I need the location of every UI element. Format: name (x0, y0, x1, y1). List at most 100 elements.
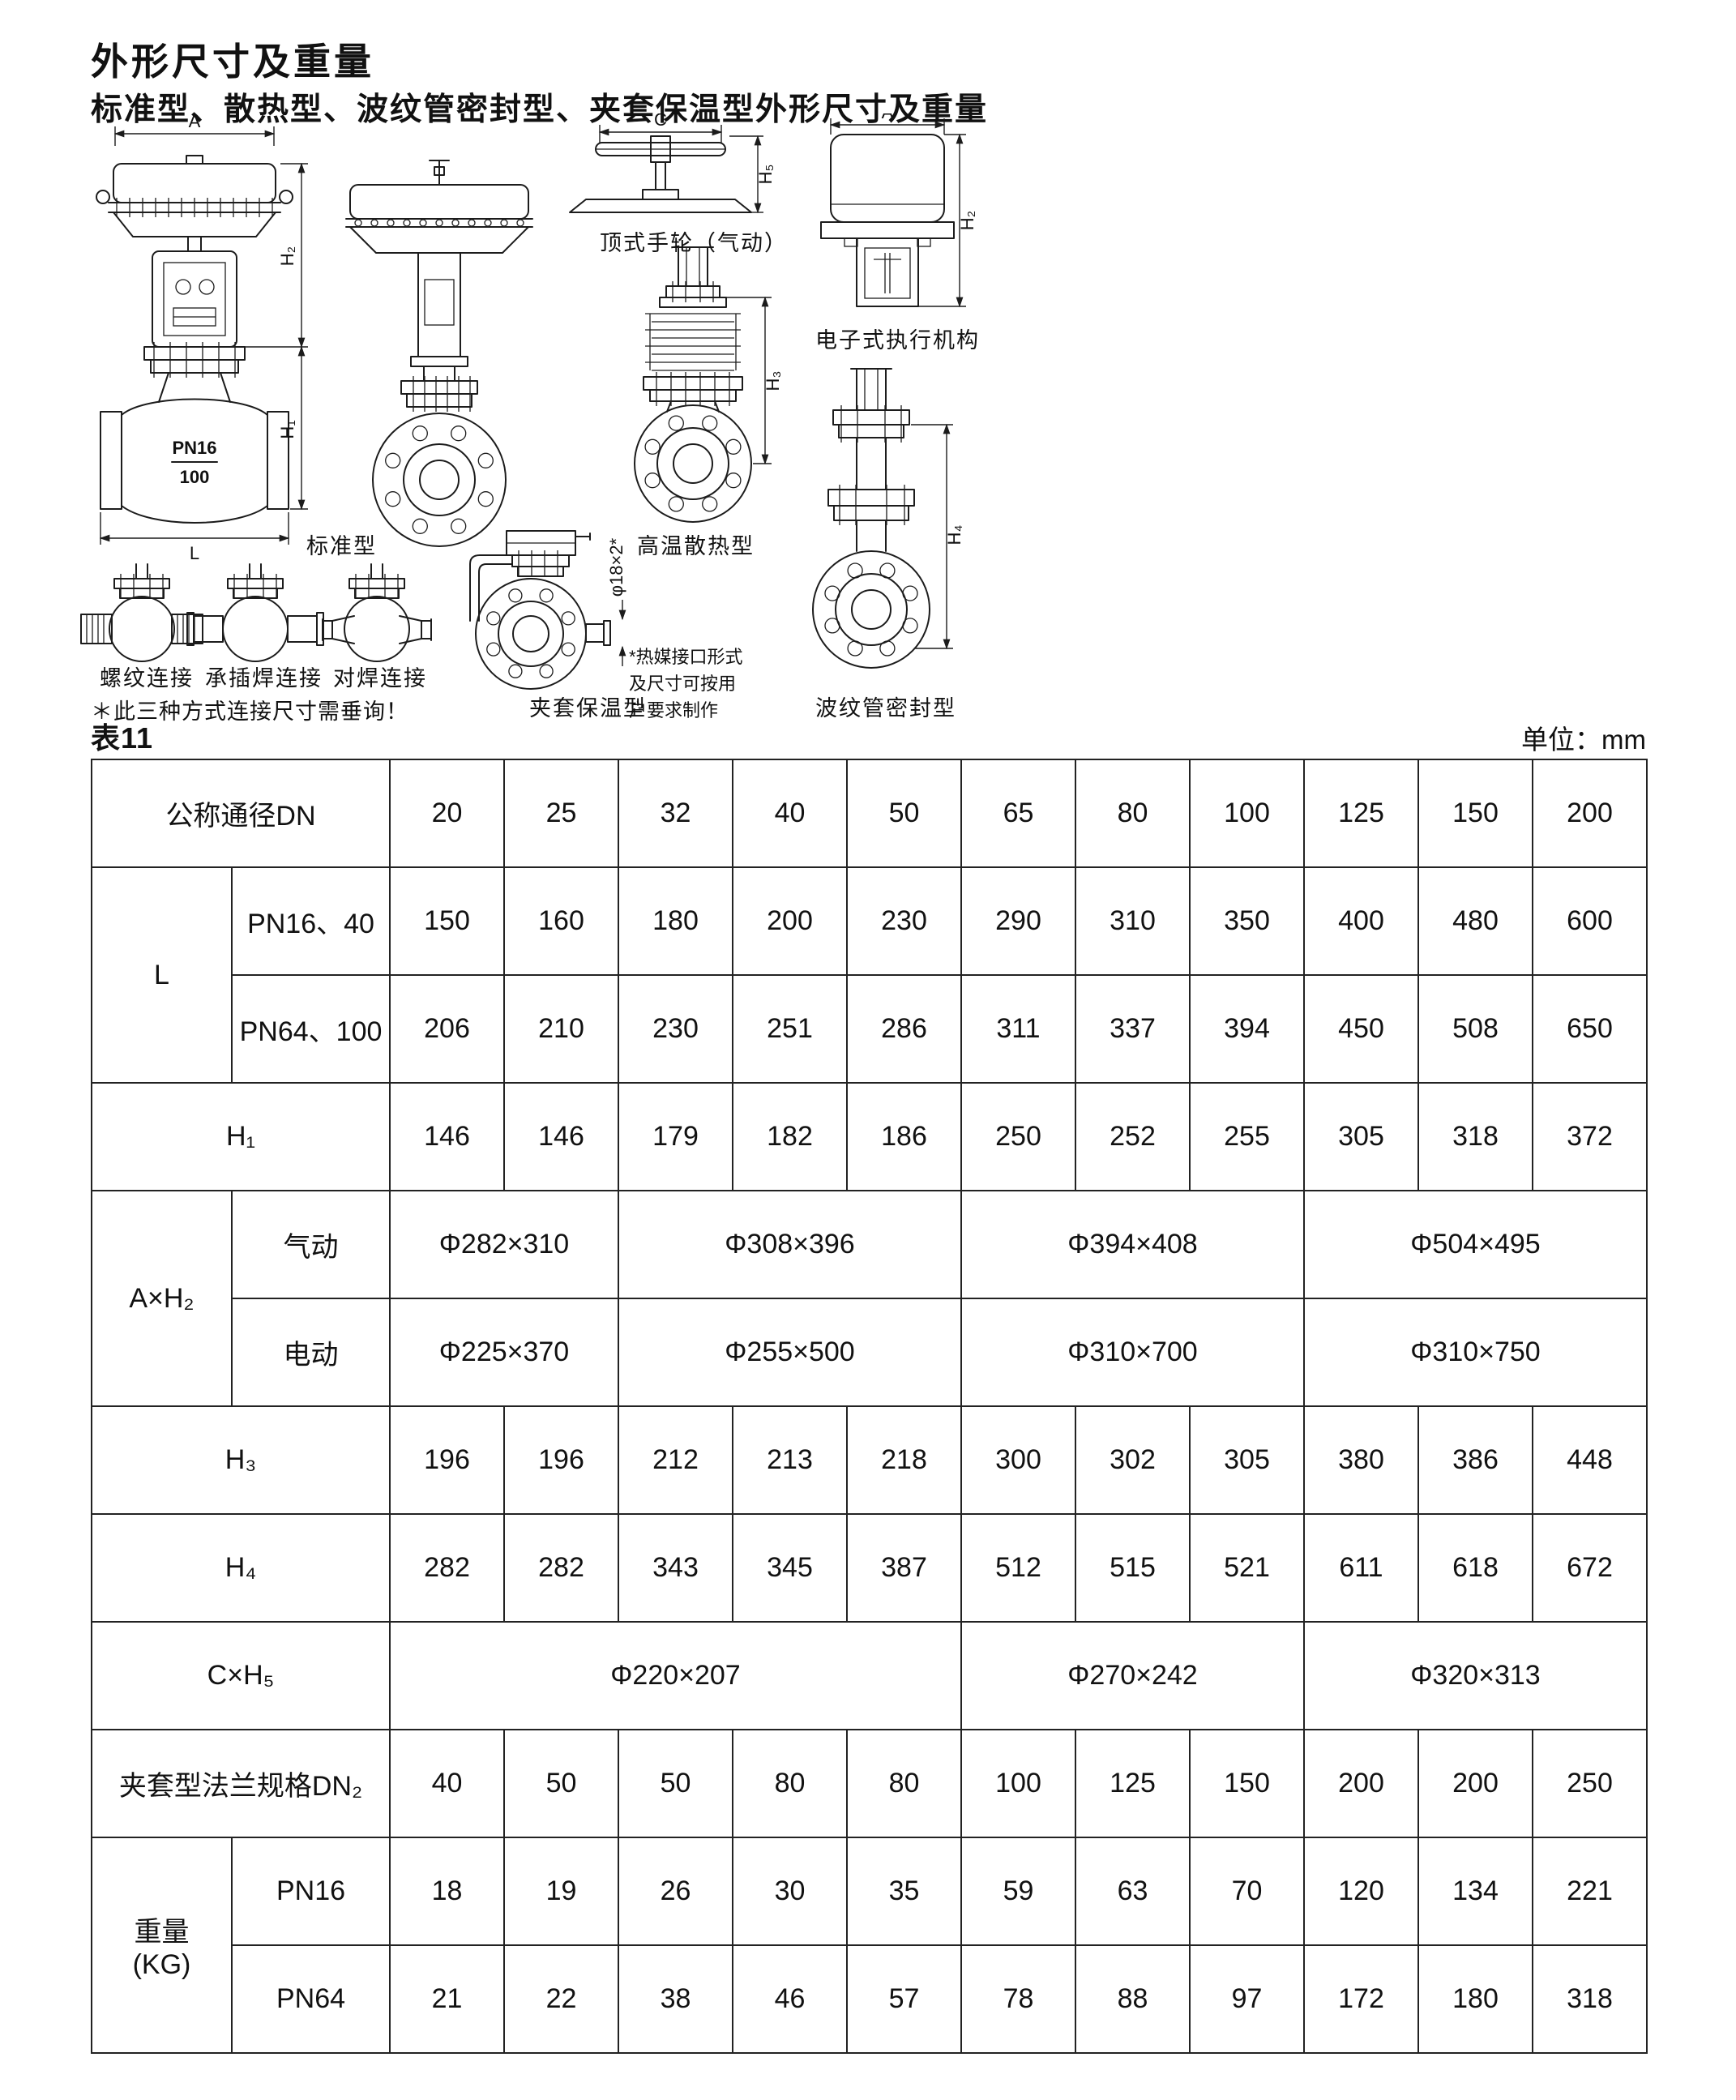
table-cell: 25 (503, 759, 619, 868)
table-cell: 180 (618, 866, 733, 976)
table-cell: 318 (1417, 1082, 1533, 1191)
table-cell: Φ308×396 (618, 1190, 962, 1299)
row-group-label-weight: 重量 (KG) (91, 1837, 233, 2054)
table-cell: Φ310×700 (960, 1298, 1305, 1407)
table-unit-label: 单位：mm (1521, 725, 1646, 755)
dim-a2-label: A (882, 113, 894, 122)
table-cell: 150 (1417, 759, 1533, 868)
dim-l-label: L (190, 543, 199, 563)
row-label-h3: H₃ (91, 1405, 391, 1515)
connections-note: ＊此三种方式连接尺寸需垂询！ (91, 699, 408, 724)
table-cell: 172 (1303, 1944, 1419, 2054)
table-cell: 286 (846, 974, 962, 1084)
row-group-label-axh2: A×H₂ (91, 1190, 233, 1407)
table-cell: 150 (1189, 1729, 1305, 1838)
table-cell: 618 (1417, 1513, 1533, 1623)
table-cell: 515 (1075, 1513, 1191, 1623)
table-caption-row: 表11 单位：mm (91, 715, 1646, 757)
table-cell: 221 (1532, 1837, 1648, 1946)
butt-weld-connection-drawing (322, 563, 432, 662)
table-cell: 521 (1189, 1513, 1305, 1623)
jacket-port-dim-label: φ18×2* (606, 537, 626, 597)
row-sublabel-pn64-100: PN64、100 (231, 974, 391, 1084)
table-cell: 650 (1532, 974, 1648, 1084)
threaded-label: 螺纹连接 (100, 666, 194, 691)
table-cell: 40 (389, 1729, 505, 1838)
table-cell: 100 (960, 1729, 1076, 1838)
table-cell: 250 (960, 1082, 1076, 1191)
table-cell: Φ394×408 (960, 1190, 1305, 1299)
table-cell: 134 (1417, 1837, 1533, 1946)
row-label-h1: H₁ (91, 1082, 391, 1191)
table-cell: 230 (618, 974, 733, 1084)
table-cell: 206 (389, 974, 505, 1084)
table-cell: 182 (732, 1082, 848, 1191)
table-cell: 100 (1189, 759, 1305, 868)
table-cell: Φ270×242 (960, 1621, 1305, 1730)
table-cell: 59 (960, 1837, 1076, 1946)
table-cell: 508 (1417, 974, 1533, 1084)
row-label-dn2: 夹套型法兰规格DN₂ (91, 1729, 391, 1838)
table-cell: 146 (389, 1082, 505, 1191)
table-cell: 186 (846, 1082, 962, 1191)
table-cell: 372 (1532, 1082, 1648, 1191)
jacket-type-label: 夹套保温型 (529, 696, 647, 721)
table-cell: 80 (1075, 759, 1191, 868)
table-cell: 179 (618, 1082, 733, 1191)
table-cell: 512 (960, 1513, 1076, 1623)
table-cell: 394 (1189, 974, 1305, 1084)
table-cell: 125 (1303, 759, 1419, 868)
table-cell: 213 (732, 1405, 848, 1515)
dim-h5-label: H₅ (755, 165, 776, 185)
heat-type-label: 高温散热型 (637, 534, 755, 558)
table-cell: 65 (960, 759, 1076, 868)
dim-a-label: A (189, 113, 201, 131)
table-cell: 311 (960, 974, 1076, 1084)
socket-weld-connection-drawing (186, 563, 324, 662)
table-cell: Φ220×207 (389, 1621, 962, 1730)
table-cell: Φ320×313 (1303, 1621, 1648, 1730)
table-cell: 480 (1417, 866, 1533, 976)
table-cell: 380 (1303, 1405, 1419, 1515)
table-cell: 218 (846, 1405, 962, 1515)
row-label-h4: H₄ (91, 1513, 391, 1623)
electronic-actuator-drawing: A H₂ (820, 113, 977, 308)
valve-dn-marking: 100 (180, 467, 210, 487)
table-cell: 672 (1532, 1513, 1648, 1623)
table-cell: 63 (1075, 1837, 1191, 1946)
table-caption: 表11 (91, 721, 154, 755)
valve-pn-marking: PN16 (172, 438, 216, 458)
table-cell: 57 (846, 1944, 962, 2054)
table-cell: 448 (1532, 1405, 1648, 1515)
row-sublabel-electric: 电动 (231, 1298, 391, 1407)
table-cell: 180 (1417, 1944, 1533, 2054)
table-cell: 88 (1075, 1944, 1191, 2054)
dim-h4-label: H₄ (944, 525, 964, 545)
row-sublabel-weight-pn16: PN16 (231, 1837, 391, 1946)
table-cell: 305 (1189, 1405, 1305, 1515)
dim-h2-label: H₂ (277, 246, 297, 266)
table-cell: 450 (1303, 974, 1419, 1084)
table-cell: 200 (1303, 1729, 1419, 1838)
table-cell: 20 (389, 759, 505, 868)
table-cell: 318 (1532, 1944, 1648, 2054)
table-cell: 97 (1189, 1944, 1305, 2054)
table-cell: 200 (732, 866, 848, 976)
table-cell: 230 (846, 866, 962, 976)
heat-dissipation-drawing: H₃ (634, 246, 783, 523)
table-cell: 255 (1189, 1082, 1305, 1191)
table-cell: 200 (1417, 1729, 1533, 1838)
table-cell: Φ310×750 (1303, 1298, 1648, 1407)
table-cell: 345 (732, 1513, 848, 1623)
table-cell: 387 (846, 1513, 962, 1623)
dim-h1-label: H₁ (277, 420, 297, 438)
table-cell: Φ282×310 (389, 1190, 619, 1299)
row-sublabel-pneumatic: 气动 (231, 1190, 391, 1299)
table-cell: 160 (503, 866, 619, 976)
